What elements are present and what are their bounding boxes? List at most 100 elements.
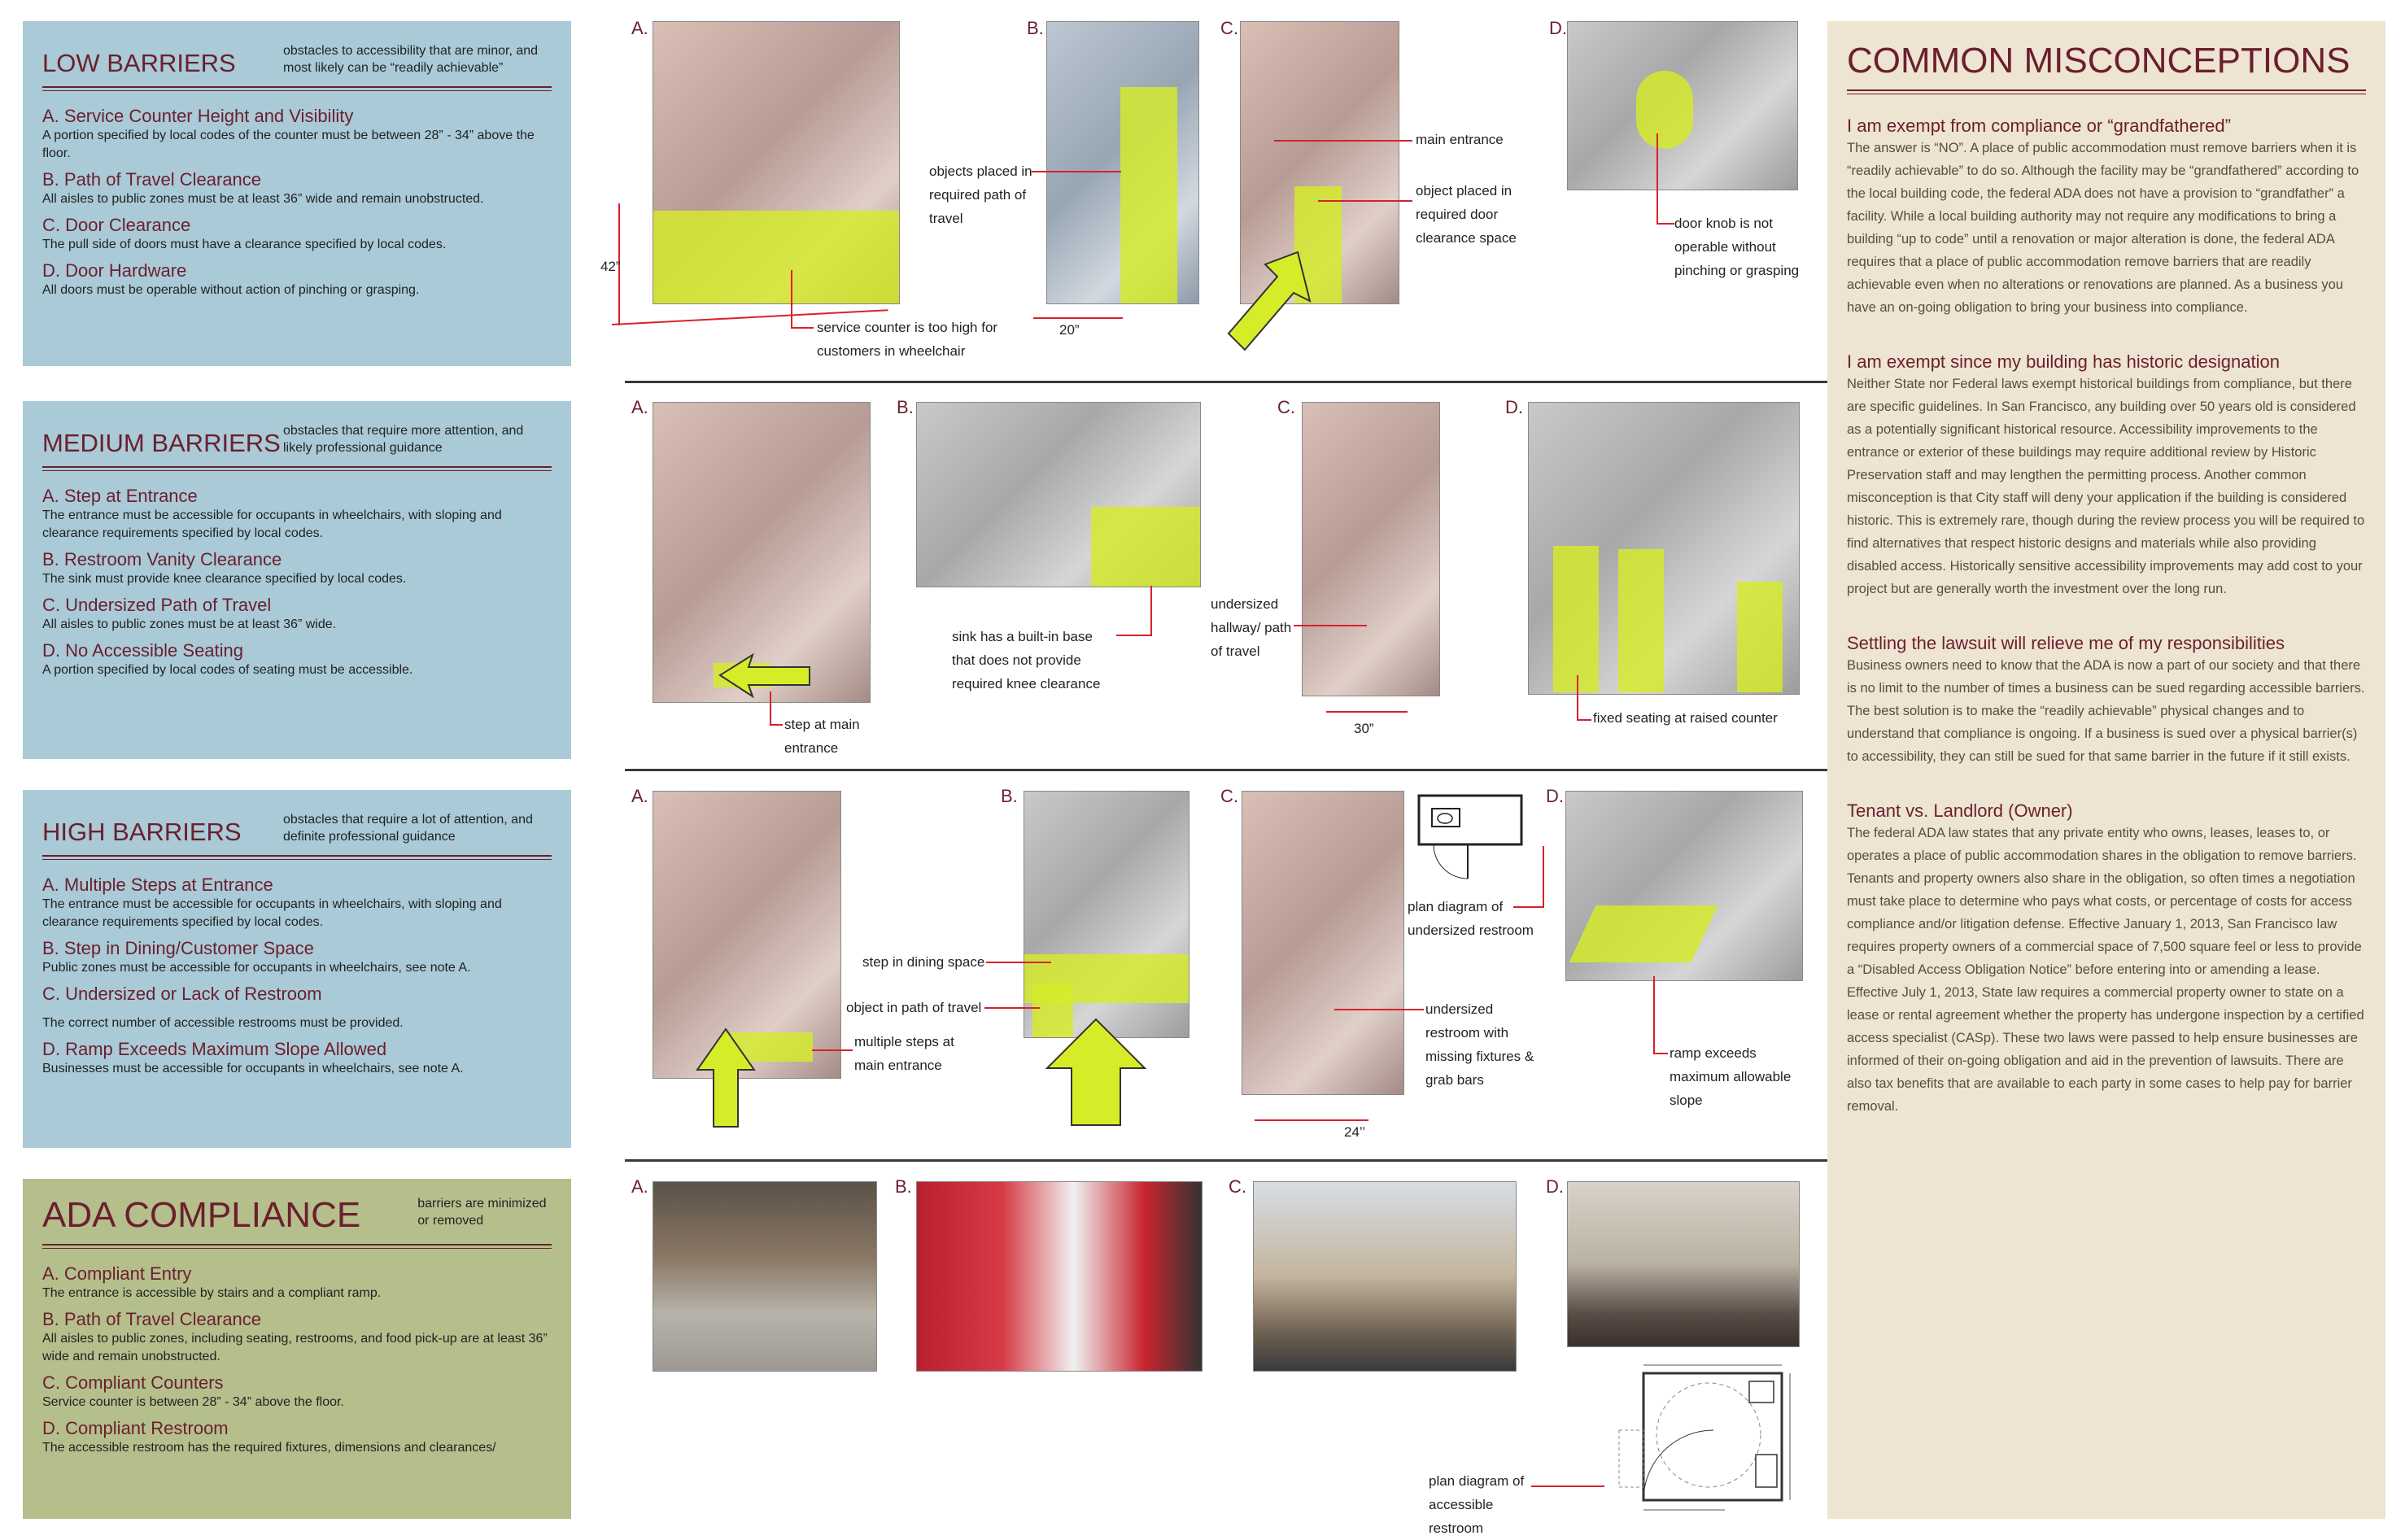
item-text: All aisles to public zones, including se… <box>42 1332 548 1363</box>
item-heading: B. Restroom Vanity Clearance <box>42 549 282 569</box>
section-text: Business owners need to know that the AD… <box>1847 658 2365 764</box>
title-rule <box>42 855 552 860</box>
item-heading: C. Compliant Counters <box>42 1372 224 1393</box>
callout-leader <box>1513 906 1544 908</box>
callout-hallway: undersized hallway/ path of travel <box>1211 596 1292 659</box>
dimension-line <box>1326 711 1408 713</box>
item-text: The entrance is accessible by stairs and… <box>42 1286 382 1300</box>
item-heading: D. Ramp Exceeds Maximum Slope Allowed <box>42 1039 387 1059</box>
image-compliant-entry <box>653 1181 877 1372</box>
callout-leader <box>984 1007 1040 1009</box>
image-dining-step <box>1024 791 1189 1038</box>
callout-leader <box>791 270 792 329</box>
image-letter-c: C. <box>1277 397 1295 417</box>
item-text: The entrance must be accessible for occu… <box>42 508 502 540</box>
image-steep-ramp <box>1565 791 1803 981</box>
callout-objects: objects placed in required path of trave… <box>929 164 1032 226</box>
item-heading: D. Compliant Restroom <box>42 1418 229 1438</box>
dimension-line <box>1033 317 1123 319</box>
callout-undersized-restroom: undersized restroom with missing fixture… <box>1425 1001 1534 1088</box>
image-raised-counter <box>1528 402 1800 695</box>
section-heading: I am exempt from compliance or “grandfat… <box>1847 116 2231 136</box>
image-letter-a: A. <box>631 786 648 806</box>
image-compliant-counter <box>1253 1181 1517 1372</box>
arrow-up-large <box>1045 1018 1147 1126</box>
image-letter-b: B. <box>895 1176 912 1197</box>
item-text: Service counter is between 28” - 34” abo… <box>42 1395 344 1409</box>
item-text: All aisles to public zones must be at le… <box>42 617 337 631</box>
callout-seating: fixed seating at raised counter <box>1593 710 1778 726</box>
section-text: Neither State nor Federal laws exempt hi… <box>1847 377 2365 596</box>
arrow-up-right <box>1227 251 1312 351</box>
item-heading: B. Path of Travel Clearance <box>42 169 262 190</box>
row-separator <box>625 1159 1842 1162</box>
item-text: The sink must provide knee clearance spe… <box>42 572 407 586</box>
callout-leader <box>1334 1009 1424 1010</box>
image-undersized-restroom <box>1242 791 1404 1095</box>
callout-leader <box>1150 586 1152 636</box>
callout-step: step at main entrance <box>784 717 860 756</box>
image-letter-b: B. <box>1027 18 1044 38</box>
dimension-line <box>618 203 620 325</box>
item-heading: C. Door Clearance <box>42 215 191 235</box>
callout-leader <box>770 691 771 726</box>
image-letter-b: B. <box>1001 786 1018 806</box>
image-letter-d: D. <box>1505 397 1523 417</box>
callout-leader <box>812 1049 853 1051</box>
objects-highlight <box>1120 87 1177 303</box>
callout-leader <box>1543 846 1544 908</box>
low-barriers-panel: LOW BARRIERS obstacles to accessibility … <box>23 21 571 366</box>
callout-object-door: object placed in required door clearance… <box>1416 183 1517 246</box>
panel-desc: barriers are minimized or removed <box>417 1197 547 1228</box>
callout-sink: sink has a built-in base that does not p… <box>952 629 1101 691</box>
item-text: The entrance must be accessible for occu… <box>42 897 502 929</box>
callout-leader <box>1318 200 1412 202</box>
image-letter-d: D. <box>1549 18 1567 38</box>
item-heading: B. Step in Dining/Customer Space <box>42 938 314 958</box>
title-rule <box>1847 89 2366 94</box>
item-heading: B. Path of Travel Clearance <box>42 1309 262 1329</box>
panel-desc: obstacles that require more attention, a… <box>283 424 524 455</box>
dimension-24: 24’’ <box>1344 1124 1366 1140</box>
image-letter-c: C. <box>1229 1176 1246 1197</box>
callout-leader <box>1657 223 1674 225</box>
item-text: A portion specified by local codes of se… <box>42 663 413 677</box>
callout-leader <box>1116 635 1152 636</box>
callout-ramp: ramp exceeds maximum allowable slope <box>1670 1045 1792 1108</box>
dimension-30: 30” <box>1354 721 1374 736</box>
image-letter-a: A. <box>631 1176 648 1197</box>
image-hallway <box>1302 402 1440 696</box>
callout-main-entrance: main entrance <box>1416 132 1504 147</box>
section-heading: Settling the lawsuit will relieve me of … <box>1847 633 2285 653</box>
dimension-20: 20” <box>1059 322 1080 338</box>
item-heading: A. Step at Entrance <box>42 486 198 506</box>
item-text: The pull side of doors must have a clear… <box>42 238 447 251</box>
callout-leader <box>986 962 1051 963</box>
item-heading: D. No Accessible Seating <box>42 640 244 661</box>
counter-highlight <box>653 211 899 303</box>
vanity-highlight <box>1091 507 1200 587</box>
callout-leader <box>1657 133 1658 225</box>
image-letter-a: A. <box>631 397 648 417</box>
row-separator <box>625 381 1842 383</box>
callout-steps: multiple steps at main entrance <box>854 1034 954 1073</box>
item-heading: C. Undersized or Lack of Restroom <box>42 984 322 1004</box>
object-highlight <box>1032 984 1073 1037</box>
item-text: Businesses must be accessible for occupa… <box>42 1062 464 1075</box>
arrow-up <box>696 1027 756 1128</box>
title-rule <box>42 1244 552 1249</box>
callout-leader <box>1032 171 1121 172</box>
panel-title: HIGH BARRIERS <box>42 818 242 846</box>
panel-desc: obstacles that require a lot of attentio… <box>283 813 533 844</box>
item-text: The correct number of accessible restroo… <box>42 1016 404 1030</box>
image-letter-a: A. <box>631 18 648 38</box>
item-heading: A. Service Counter Height and Visibility <box>42 106 354 126</box>
image-compliant-dining <box>916 1181 1203 1372</box>
stool-highlight <box>1553 546 1599 692</box>
item-text: The accessible restroom has the required… <box>42 1441 496 1455</box>
image-letter-c: C. <box>1220 786 1238 806</box>
misconceptions-panel: COMMON MISCONCEPTIONS I am exempt from c… <box>1827 21 2385 1519</box>
item-heading: A. Multiple Steps at Entrance <box>42 875 273 895</box>
panel-title: LOW BARRIERS <box>42 49 236 77</box>
item-text: All doors must be operable without actio… <box>42 283 420 297</box>
